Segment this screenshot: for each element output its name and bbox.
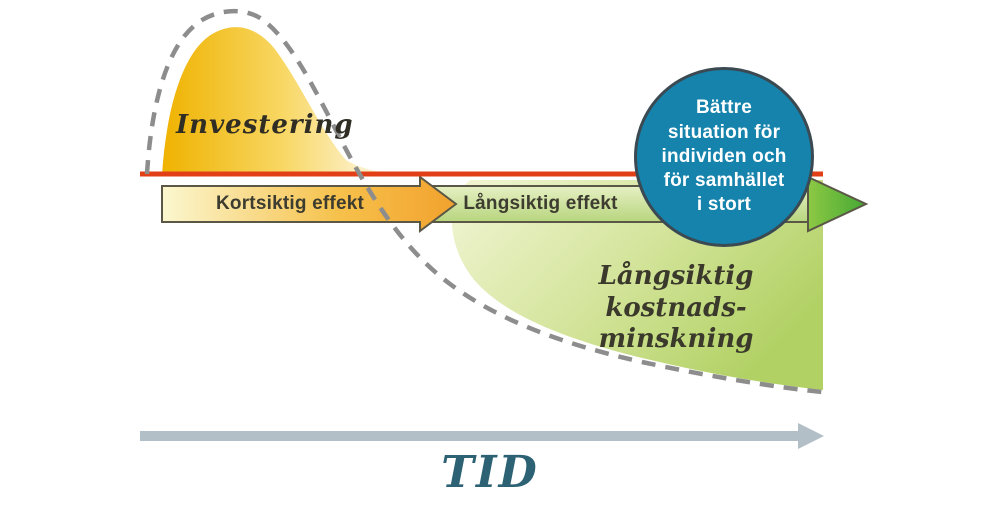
outcome-circle-text: Bättre situation för individen och för s… bbox=[661, 96, 786, 218]
outcome-line: Bättre bbox=[695, 97, 753, 119]
short-term-effect-arrow bbox=[161, 175, 458, 233]
investment-area bbox=[162, 27, 430, 176]
cost-reduction-line1: Långsiktig kostnads- bbox=[598, 261, 754, 323]
outcome-circle: Bättre situation för individen och för s… bbox=[634, 67, 814, 247]
investment-label: Investering bbox=[176, 110, 354, 140]
cost-reduction-label: Långsiktig kostnads- minskning bbox=[526, 261, 826, 356]
time-axis-label: TID bbox=[441, 447, 539, 498]
cost-reduction-line2: minskning bbox=[598, 324, 754, 355]
long-term-effect-label: Långsiktig effekt bbox=[463, 193, 618, 214]
outcome-line: individen och bbox=[661, 145, 787, 167]
short-term-effect-label: Kortsiktig effekt bbox=[215, 193, 365, 214]
outcome-line: för samhället bbox=[663, 170, 785, 192]
outcome-line: situation för bbox=[667, 121, 781, 143]
dashed-curve bbox=[144, 8, 823, 395]
outcome-line: i stort bbox=[696, 194, 752, 216]
time-axis-arrow bbox=[140, 423, 824, 449]
long-term-arrowhead bbox=[807, 175, 869, 233]
